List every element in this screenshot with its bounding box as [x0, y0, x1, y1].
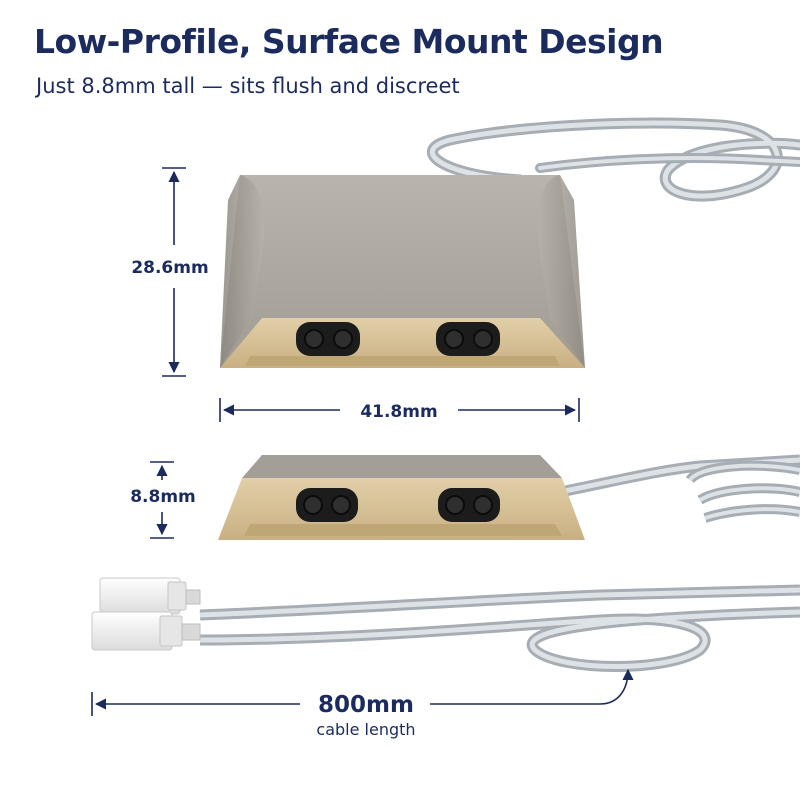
height-label: 28.6mm [131, 258, 208, 278]
thickness-label: 8.8mm [130, 487, 196, 507]
connector-lower [91, 611, 201, 651]
height-dimension [162, 167, 186, 377]
cable-connectors [91, 577, 201, 651]
sensor-pair-left-side [296, 488, 358, 522]
top-cable [427, 117, 800, 202]
thickness-dimension [150, 461, 174, 539]
sensor-pair-right [436, 322, 500, 356]
subheadline: Just 8.8mm tall — sits flush and discree… [36, 74, 460, 98]
cable-length-caption: cable length [316, 720, 415, 739]
cable-length-dimension [91, 668, 634, 716]
cable-length-value: 800mm [318, 692, 414, 718]
sensor-pair-right-side [438, 488, 500, 522]
long-cable [199, 584, 800, 672]
sensor-top-view [220, 175, 585, 368]
sensor-side-view [218, 455, 585, 540]
width-dimension [219, 398, 580, 422]
bottom-cable-coil [558, 454, 800, 523]
headline: Low-Profile, Surface Mount Design [34, 22, 664, 61]
sensor-pair-left [296, 322, 360, 356]
width-label: 41.8mm [360, 402, 437, 422]
connector-upper [99, 577, 201, 615]
